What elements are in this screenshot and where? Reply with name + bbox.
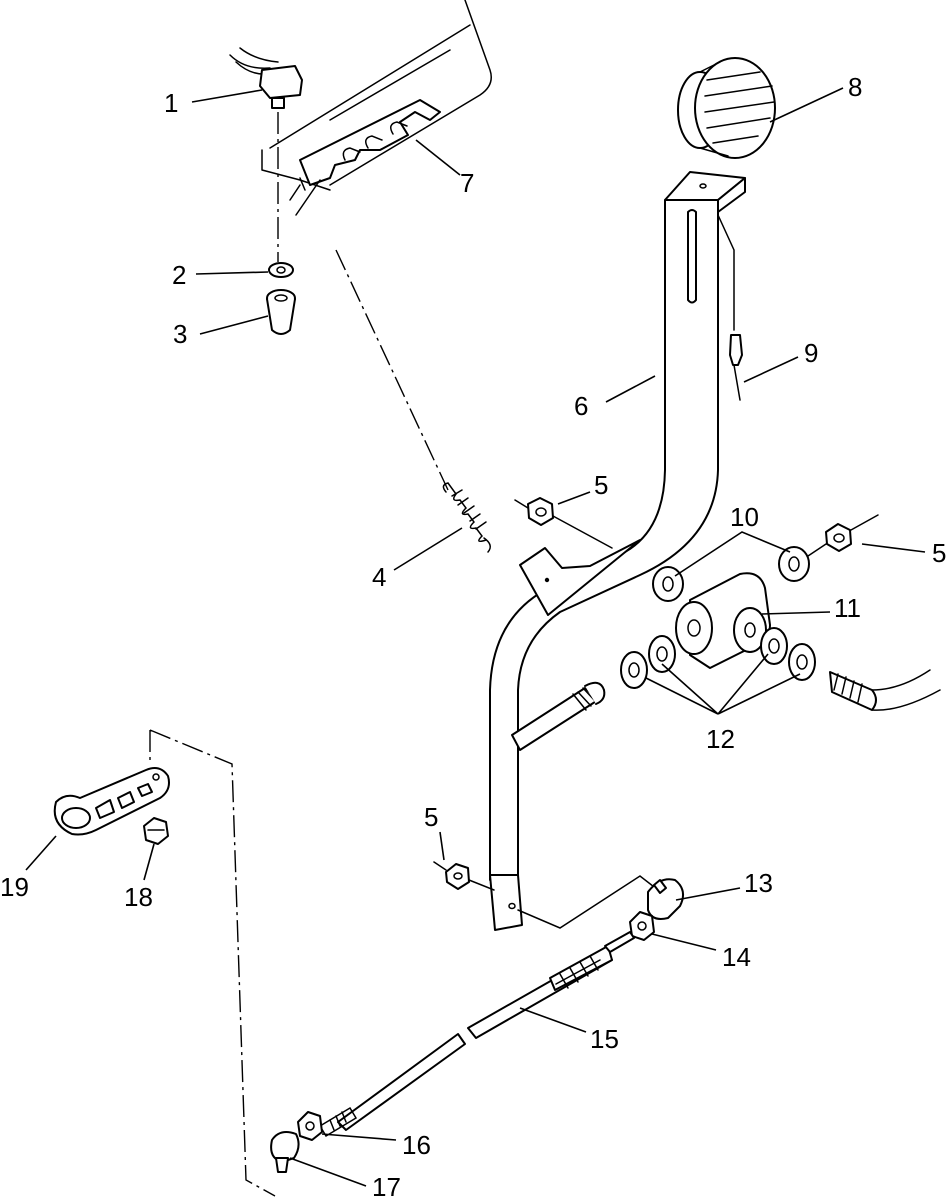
callout-12: 12 (706, 724, 735, 754)
callout-14: 14 (722, 942, 751, 972)
rod-end-17 (270, 1131, 300, 1173)
floorboard-bracket (261, 0, 492, 191)
washer-2 (268, 262, 294, 278)
return-spring (442, 482, 491, 553)
pedal-pad (677, 57, 776, 159)
washer-12-b (648, 635, 676, 673)
callout-9: 9 (804, 338, 818, 368)
threaded-stud (829, 669, 941, 711)
linkage-line (517, 875, 659, 929)
cotter-pin (717, 214, 743, 401)
callout-19: 19 (0, 872, 29, 902)
rod-end-13 (647, 878, 685, 920)
pivot-bushing (675, 572, 771, 669)
callout-8: 8 (848, 72, 862, 102)
bushing-3 (266, 289, 296, 335)
nut-5-upper (514, 497, 613, 549)
callout-5-right: 5 (932, 538, 946, 568)
callout-11: 11 (834, 593, 861, 623)
axis-spring (335, 249, 449, 491)
callout-2: 2 (172, 260, 186, 290)
callout-5-upper: 5 (594, 470, 608, 500)
washer-12-d (788, 643, 816, 681)
brake-switch (229, 47, 303, 109)
spring-bracket (289, 99, 441, 216)
washer-10-right (778, 546, 810, 582)
nut-18 (143, 817, 169, 845)
callout-6: 6 (574, 391, 588, 421)
linkage-frame (149, 729, 276, 1197)
washer-10-left (652, 566, 684, 602)
callout-16: 16 (402, 1130, 431, 1160)
brake-rod-15 (318, 931, 635, 1138)
callout-5-lower: 5 (424, 802, 438, 832)
callout-4: 4 (372, 562, 386, 592)
callout-1: 1 (164, 88, 178, 118)
callout-13: 13 (744, 868, 773, 898)
nut-5-lower (433, 861, 495, 891)
callout-17: 17 (372, 1172, 401, 1198)
brake-pedal-lever (489, 171, 746, 931)
callout-18: 18 (124, 882, 153, 912)
pivot-shaft (511, 681, 606, 751)
jam-nut-16 (297, 1111, 323, 1141)
leader-lines (25, 87, 926, 1187)
callout-10: 10 (730, 502, 759, 532)
callout-15: 15 (590, 1024, 619, 1054)
callout-7: 7 (460, 168, 474, 198)
callout-3: 3 (173, 319, 187, 349)
nut-5-right (807, 514, 879, 557)
washer-12-a (620, 651, 648, 689)
brake-arm (53, 767, 170, 836)
callouts: 1 2 3 4 5 5 5 6 7 8 9 10 11 12 13 14 15 … (0, 72, 946, 1198)
